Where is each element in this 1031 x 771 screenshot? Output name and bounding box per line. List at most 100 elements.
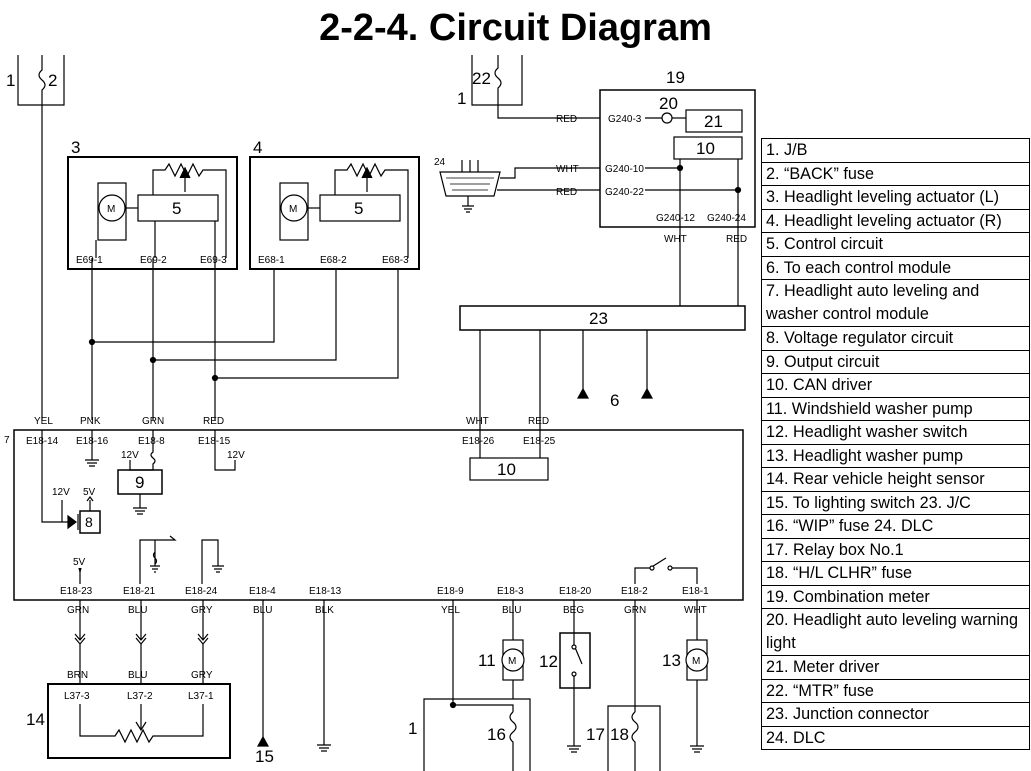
legend-row: 13. Headlight washer pump [762, 445, 1029, 468]
callout-2: 2 [48, 71, 57, 90]
legend-row: 22. “MTR” fuse [762, 680, 1029, 703]
jb-back-fuse-block: 1 2 [6, 55, 65, 420]
legend-row: 23. Junction connector [762, 703, 1029, 727]
term-E18-13: E18-13 [309, 586, 342, 597]
legend-row: 5. Control circuit [762, 233, 1029, 257]
term-E68-1: E68-1 [258, 255, 285, 266]
dlc-connector: 24 WHT RED [434, 157, 600, 213]
term-E18-2: E18-2 [621, 586, 648, 597]
motor-right-label: M [289, 204, 297, 215]
v5-regulator: 5V [83, 487, 96, 498]
height-sensor-pot-icon [79, 704, 204, 744]
legend-row: 1. J/B [762, 139, 1029, 163]
wire-GRN-top: GRN [142, 416, 164, 427]
legend-row: 24. DLC [762, 727, 1029, 750]
term-E69-3: E69-3 [200, 255, 227, 266]
term-L37-3: L37-3 [64, 691, 90, 702]
legend-row: 10. CAN driver [762, 374, 1029, 398]
wire-GRN-bottom: GRN [67, 605, 89, 616]
term-E18-20: E18-20 [559, 586, 592, 597]
relay-switch-icon [634, 557, 698, 584]
callout-4: 4 [253, 138, 262, 157]
washer-switch-icon [573, 633, 583, 688]
ground-blk-icon [317, 600, 331, 752]
callout-11: 11 [478, 651, 496, 670]
term-E18-23: E18-23 [60, 586, 93, 597]
wire-GRY-sensor: GRY [191, 670, 213, 681]
motor-left-label: M [107, 204, 115, 215]
term-G240-22: G240-22 [605, 187, 644, 198]
term-G240-3: G240-3 [608, 114, 642, 125]
ground-pnk-icon [85, 430, 99, 467]
callout-21: 21 [704, 112, 723, 131]
wire-WHT-can: WHT [466, 416, 489, 427]
term-G240-12: G240-12 [656, 213, 695, 224]
actuator-right: 4 M 5 E68-1 E68-2 E68-3 [249, 138, 420, 270]
legend-row: 3. Headlight leveling actuator (L) [762, 186, 1029, 210]
legend-row: 20. Headlight auto leveling warning ligh… [762, 609, 1029, 656]
callout-20: 20 [659, 94, 678, 113]
control-module: 7 YEL PNK GRN RED WHT RED E18-14 E18-16 … [4, 416, 744, 601]
combination-meter: 19 20 G240-3 G240-10 G240-22 21 10 G240-… [599, 68, 756, 306]
callout-5-left: 5 [172, 199, 181, 218]
to-lighting-switch-arrow [256, 735, 270, 747]
ground-switch-icon [567, 688, 581, 753]
term-E18-4: E18-4 [249, 586, 276, 597]
v12-red: 12V [227, 450, 245, 461]
wire-WHT-g240-12: WHT [664, 234, 687, 245]
v12-regulator: 12V [52, 487, 70, 498]
callout-5-right: 5 [354, 199, 363, 218]
wire-RED-top: RED [203, 416, 224, 427]
term-E18-15: E18-15 [198, 436, 231, 447]
wire-RED-g240-22: RED [556, 187, 577, 198]
v12-output: 12V [121, 450, 139, 461]
callout-9: 9 [135, 473, 144, 492]
callout-7: 7 [4, 435, 10, 446]
term-G240-10: G240-10 [605, 164, 644, 175]
term-E18-3: E18-3 [497, 586, 524, 597]
callout-10-meter: 10 [696, 139, 715, 158]
wire-BLU-sensor: BLU [128, 670, 147, 681]
wire-BLK: BLK [315, 605, 334, 616]
legend-row: 4. Headlight leveling actuator (R) [762, 210, 1029, 233]
wire-YEL-bottom: YEL [441, 605, 460, 616]
term-E18-25: E18-25 [523, 436, 556, 447]
junction-connector: 23 6 [459, 305, 746, 430]
dlc-ground-icon [462, 196, 474, 213]
back-fuse-icon [38, 55, 46, 110]
motor-right-icon [280, 194, 308, 222]
term-E18-26: E18-26 [462, 436, 495, 447]
mtr-fuse-icon [494, 55, 600, 119]
to-control-module-arrow-2 [640, 387, 654, 399]
callout-14: 14 [26, 710, 45, 729]
callout-15: 15 [255, 747, 274, 766]
legend-row: 17. Relay box No.1 [762, 539, 1029, 562]
to-control-module-arrow-1 [576, 387, 590, 399]
callout-12: 12 [539, 652, 558, 671]
callout-1-left: 1 [6, 71, 15, 90]
legend-row: 11. Windshield washer pump [762, 398, 1029, 421]
callout-22: 22 [472, 69, 491, 88]
wire-PNK: PNK [80, 416, 101, 427]
page-title: 2-2-4. Circuit Diagram [319, 7, 712, 49]
term-E69-2: E69-2 [140, 255, 167, 266]
motor-left-icon [98, 194, 126, 222]
callout-24: 24 [434, 157, 446, 168]
callout-16: 16 [487, 725, 506, 744]
callout-10-module: 10 [497, 460, 516, 479]
callout-3: 3 [71, 138, 80, 157]
legend-row: 6. To each control module [762, 257, 1029, 280]
ground-output-icon [133, 494, 147, 515]
term-L37-1: L37-1 [188, 691, 214, 702]
legend-row: 15. To lighting switch 23. J/C [762, 492, 1029, 515]
term-E18-9: E18-9 [437, 586, 464, 597]
dlc-icon [439, 171, 501, 197]
callout-1-top: 1 [457, 89, 466, 108]
term-E68-3: E68-3 [382, 255, 409, 266]
callout-17: 17 [586, 725, 605, 744]
headlight-washer-pump-motor-icon [685, 648, 709, 672]
wire-WHT-g240-10: WHT [556, 164, 579, 175]
term-E18-24: E18-24 [185, 586, 218, 597]
